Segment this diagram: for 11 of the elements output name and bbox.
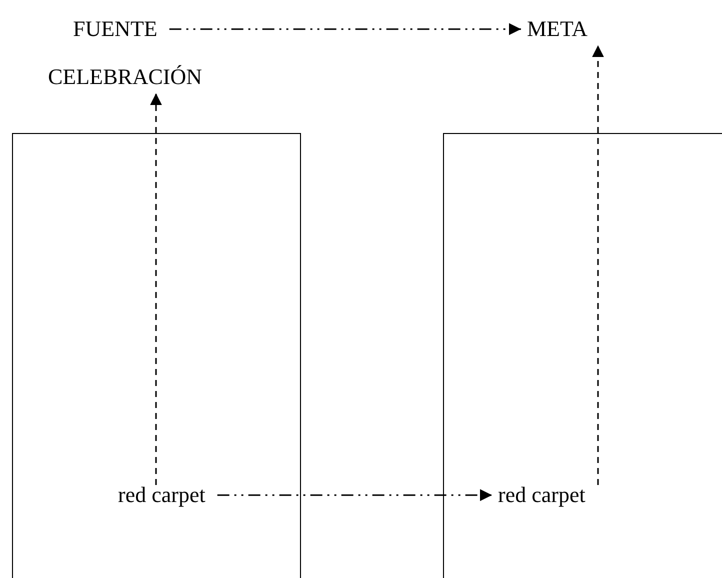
arrow [217, 489, 492, 502]
arrow [169, 23, 521, 36]
node-label: red carpet [118, 483, 206, 508]
panel-outline [443, 133, 722, 578]
node-label: red carpet [498, 483, 586, 508]
panel-outline [12, 133, 301, 578]
node-label: META [527, 17, 588, 42]
arrow [592, 45, 604, 485]
arrow [150, 93, 162, 485]
node-label: FUENTE [73, 17, 158, 42]
node-label: CELEBRACIÓN [48, 65, 202, 90]
